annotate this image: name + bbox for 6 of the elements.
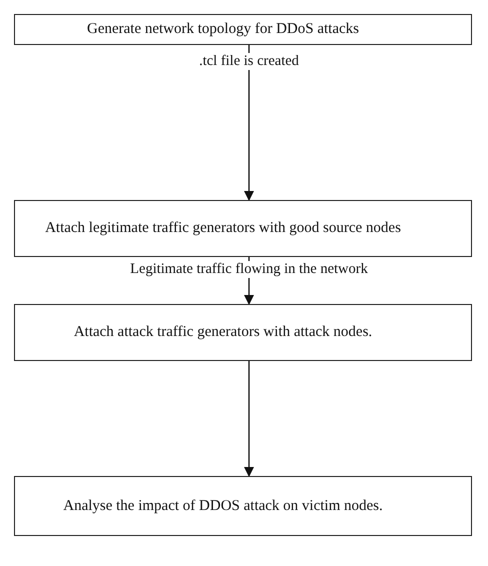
process-box: Attach attack traffic generators with attack nodes. <box>14 304 472 361</box>
process-box: Analyse the impact of DDOS attack on victim nodes. <box>14 476 472 536</box>
arrow <box>244 361 254 477</box>
process-box: Generate network topology for DDoS attacks <box>14 14 472 45</box>
process-box: Attach legitimate traffic generators with good source nodes <box>14 200 472 257</box>
arrow <box>244 45 254 201</box>
